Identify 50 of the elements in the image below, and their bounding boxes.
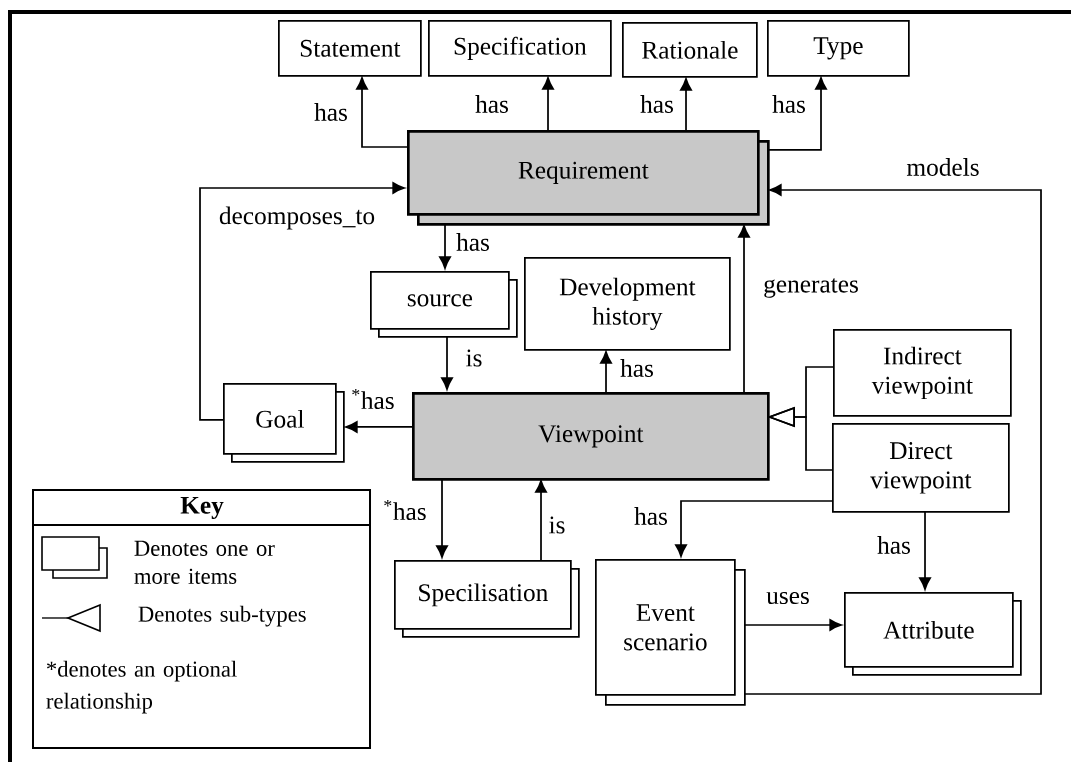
arrow (738, 225, 750, 393)
arrow (535, 480, 547, 561)
arrow (356, 77, 408, 148)
arrow (436, 477, 448, 558)
stacked-box: Goal (223, 383, 345, 463)
box: Direct viewpoint (832, 423, 1010, 513)
box: Statement (278, 20, 422, 77)
box: Rationale (622, 22, 758, 78)
edge-label: has (618, 357, 656, 379)
edge-label: is (464, 348, 484, 368)
arrow (439, 222, 451, 269)
note-text: *denotes an optional relationship (46, 660, 237, 714)
edge-label: has (770, 93, 808, 115)
stacked-box: source (370, 271, 518, 338)
arrow (345, 421, 413, 433)
edge-label: models (905, 156, 981, 178)
stacked-box: Event scenario (595, 559, 746, 706)
edge-label: generates (761, 276, 861, 300)
stacked-box: Specilisation (394, 560, 580, 638)
edge-label: is (547, 515, 567, 535)
box: Development history (524, 257, 731, 351)
edge-label: decomposes_to (217, 205, 377, 231)
requirement-box: Requirement (407, 130, 770, 226)
arrow (919, 510, 931, 590)
arrow (743, 184, 1042, 695)
arrow (199, 182, 405, 421)
edge-label: $^{*}$has (382, 498, 428, 522)
stacked-box: Attribute (844, 592, 1022, 676)
edge-label: has (473, 93, 511, 115)
edge-label: has (454, 231, 492, 253)
edge-label: uses (764, 590, 812, 606)
edge-label: has (312, 101, 350, 123)
box: Type (767, 20, 910, 77)
arrow (680, 78, 692, 131)
arrow (675, 500, 833, 557)
edge-label: $^{*}$has (350, 387, 396, 411)
edge-label: has (638, 93, 676, 115)
edge-label: has (875, 534, 913, 556)
legend-text: Denotes sub-types (138, 605, 306, 627)
arrow (743, 619, 842, 631)
arrow (441, 335, 453, 390)
legend-title: Key (180, 496, 224, 519)
edge-label: has (632, 505, 670, 527)
viewpoint-box: Viewpoint (412, 392, 770, 481)
box: Indirect viewpoint (833, 329, 1012, 417)
box: Specification (428, 20, 612, 77)
arrow (542, 77, 554, 131)
arrow (600, 351, 612, 393)
legend-text: Denotes one or more items (134, 540, 275, 584)
arrow (766, 77, 827, 151)
